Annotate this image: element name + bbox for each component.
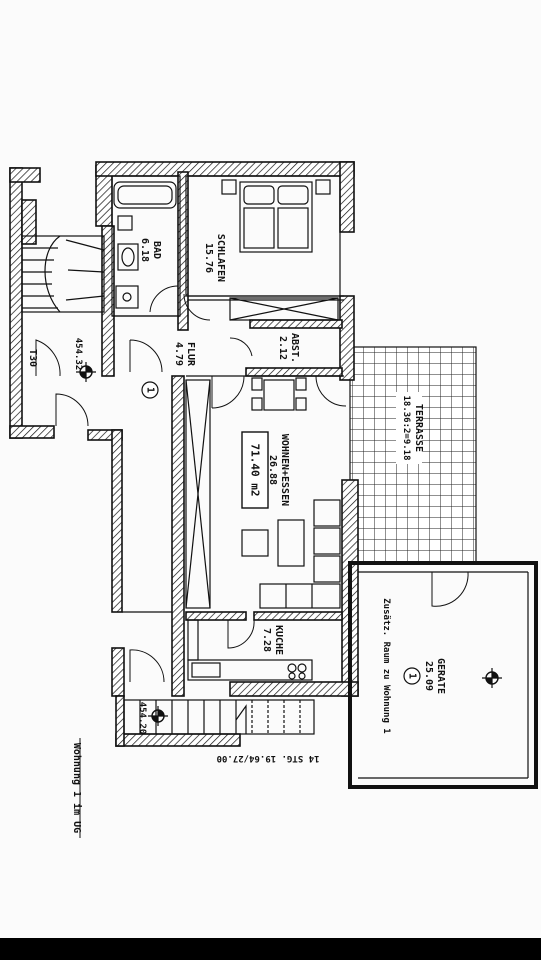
room-area-bad: 6.18 [139, 238, 150, 262]
room-name-abst: ABST. [289, 333, 300, 363]
staircase-lower [123, 699, 315, 735]
extra-room-note: Zusätz. Raum zu Wohnung 1 [381, 598, 391, 733]
floor-plan-sheet: 1 1 BAD 6.18 SCHLAFEN 15.76 FLUR 4.79 AB… [0, 0, 541, 938]
unit-marker-circle [403, 667, 421, 685]
total-area: 71.40 m2 [249, 444, 262, 497]
room-name-bad: BAD [151, 241, 162, 259]
room-name-geraete: GERATE [435, 658, 446, 694]
level-marker-icon [76, 362, 96, 382]
room-name-schlafen: SCHLAFEN [215, 234, 226, 282]
level-marker-icon [148, 706, 168, 726]
level-label: 454.32 [73, 338, 83, 371]
room-area-geraete: 25.09 [423, 661, 434, 691]
drawing-title: Wohnung 1 im UG [71, 743, 83, 833]
total-area-box [241, 431, 269, 509]
room-area-terrasse: 18.36:2=9.18 [401, 395, 411, 460]
room-area-kuche: 7.28 [261, 628, 272, 652]
door-label-t30: T30 [27, 349, 38, 367]
room-area-flur: 4.79 [173, 342, 184, 366]
doors [35, 285, 469, 683]
room-name-terrasse: TERRASSE [413, 404, 424, 452]
unit-marker-circle [141, 381, 159, 399]
level-marker-icon [482, 668, 502, 688]
room-area-schlafen: 15.76 [203, 243, 214, 273]
furniture [113, 179, 341, 681]
floor-plan-drawing: 1 1 BAD 6.18 SCHLAFEN 15.76 FLUR 4.79 AB… [9, 161, 538, 838]
room-area-wohnen-essen: 26.88 [267, 455, 278, 485]
walls [9, 161, 359, 747]
staircase-upper [21, 235, 105, 313]
level-label: 454.20 [137, 702, 147, 735]
unit-marker: 1 [407, 673, 418, 679]
room-name-kuche: KUCHE [273, 625, 284, 655]
stair-note: 14 STG. 19.64/27.00 [217, 753, 320, 763]
room-name-flur: FLUR [185, 342, 196, 367]
room-name-wohnen-essen: WOHNEN+ESSEN [279, 434, 290, 506]
room-area-abst: 2.12 [277, 336, 288, 360]
unit-marker: 1 [145, 387, 156, 393]
storage-room-outline [348, 561, 538, 789]
